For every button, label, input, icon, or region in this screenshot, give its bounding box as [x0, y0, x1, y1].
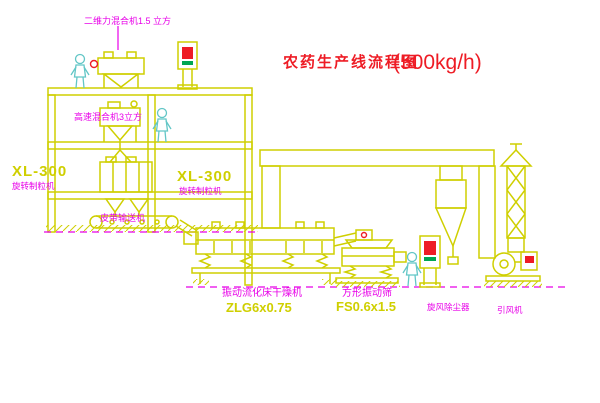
label-belt-conveyor: 皮带输送机	[100, 212, 145, 223]
label-dryer-name: 振动流化床干燥机	[222, 286, 302, 299]
cabinet-lower-screen	[424, 241, 436, 255]
label-granulator-left-name: 旋转制粒机	[12, 181, 55, 191]
label-granulator-left-model: XL-300	[12, 163, 67, 180]
exhaust-stack	[499, 143, 533, 239]
cabinet-upper-screen	[182, 47, 193, 59]
cabinet-lower-buttons	[424, 257, 436, 261]
mixer-2d	[89, 26, 145, 88]
label-fan: 引风机	[497, 305, 523, 315]
sieve-indicator-light	[360, 231, 368, 239]
label-high-speed-mixer: 高速混合机3立方	[74, 111, 142, 122]
vibrating-sieve	[333, 229, 407, 287]
fluid-bed-dryer	[183, 221, 341, 285]
rotary-granulator	[99, 140, 153, 193]
cabinet-upper-buttons	[182, 61, 193, 65]
page-title: 农药生产线流程图	[282, 53, 419, 71]
control-cabinet-lower	[419, 235, 441, 288]
control-cabinet-upper	[177, 41, 198, 90]
label-sieve-name: 方形振动筛	[342, 286, 392, 299]
label-sieve-model: FS0.6x1.5	[336, 299, 396, 314]
label-dryer-model: ZLG6x0.75	[226, 300, 292, 315]
building-structure	[47, 87, 253, 286]
label-granulator-right-name: 旋转制粒机	[179, 186, 222, 196]
cyclone-separator	[434, 179, 468, 265]
mixer-indicator-light	[89, 59, 99, 69]
high-speed-mixer	[99, 100, 141, 142]
page-title-capacity: (500kg/h)	[393, 51, 482, 74]
belt-conveyor	[89, 215, 197, 237]
label-cyclone: 旋风除尘器	[427, 302, 470, 312]
induced-draft-fan	[484, 237, 542, 287]
label-granulator-right-model: XL-300	[177, 168, 232, 185]
label-mixer-2d: 二维力混合机1.5 立方	[84, 15, 171, 26]
fan-motor-badge	[525, 256, 534, 263]
